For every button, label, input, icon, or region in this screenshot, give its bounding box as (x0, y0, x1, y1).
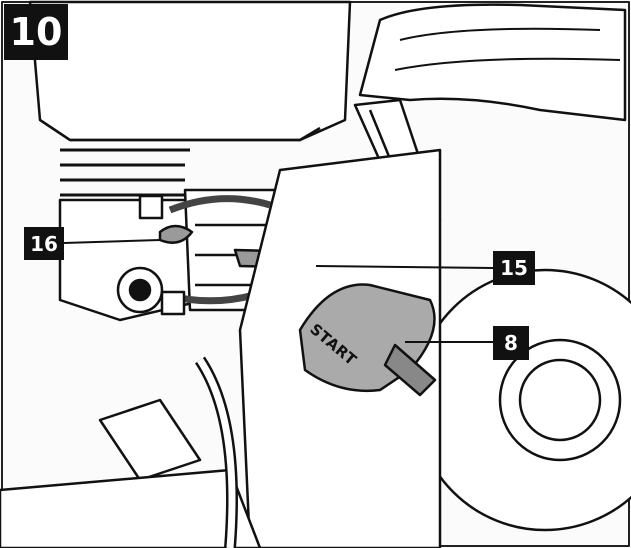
valve-closed-icon (160, 290, 186, 316)
air-filter-housing (28, 0, 352, 142)
fuel-valve-lever (158, 224, 194, 244)
frame-base (0, 468, 262, 548)
callout-8: 8 (493, 326, 529, 360)
callout-15: 15 (493, 251, 535, 285)
leader-line-15 (315, 265, 494, 269)
linkage-block (98, 398, 202, 482)
callout-16: 16 (24, 227, 64, 260)
leader-line-16 (63, 239, 161, 244)
fuel-tank (358, 3, 627, 122)
valve-open-icon (138, 194, 164, 220)
figure-number: 10 (4, 4, 68, 60)
